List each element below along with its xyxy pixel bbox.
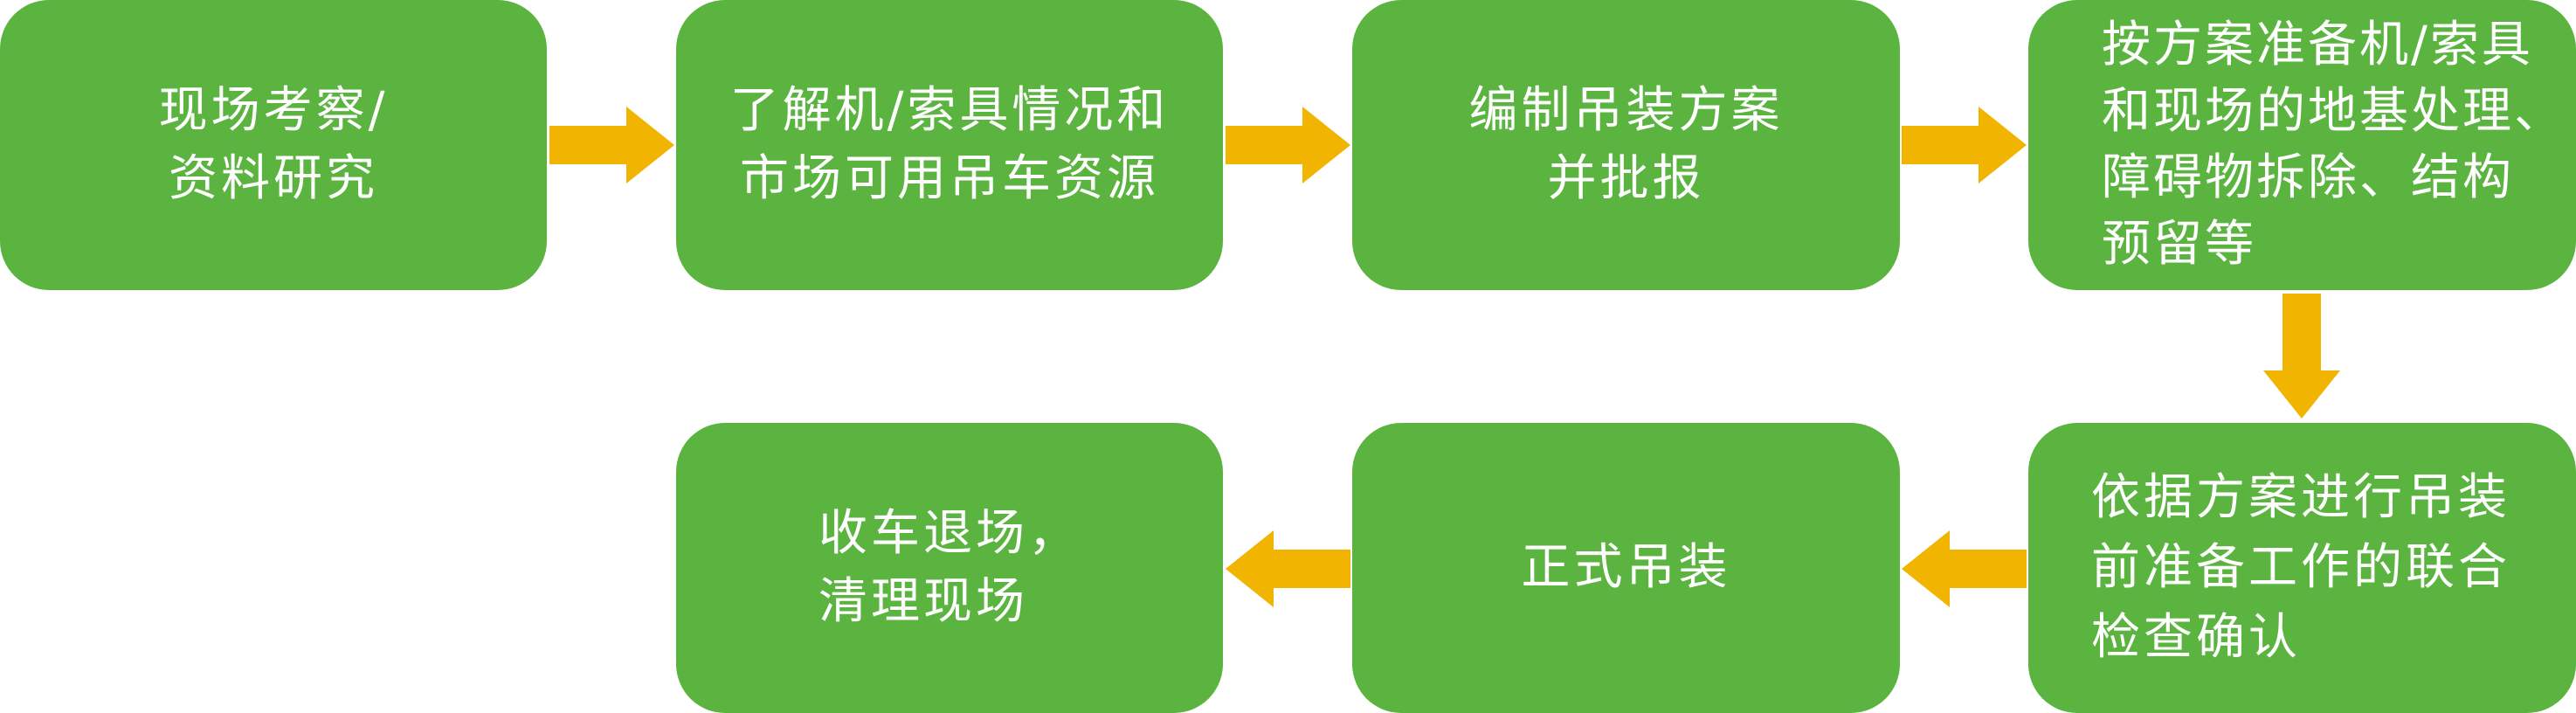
step-text-2: 了解机/索具情况和 市场可用吊车资源 [729,82,1170,207]
arrow-right-2 [1226,107,1350,183]
arrow-left-2 [1226,530,1350,607]
arrow-right-1 [549,107,674,183]
step-text-4: 按方案准备机/索具 和现场的地基处理、 障碍物拆除、结构 预留等 [2102,17,2566,273]
step-box-6: 正式吊装 [1352,423,1900,713]
arrow-left-icon [1902,530,2027,607]
step-box-4: 按方案准备机/索具 和现场的地基处理、 障碍物拆除、结构 预留等 [2028,0,2576,290]
arrow-right-icon [1226,107,1350,183]
step-box-2: 了解机/索具情况和 市场可用吊车资源 [676,0,1223,290]
step-text-3: 编制吊装方案 并批报 [1468,82,1784,207]
step-box-3: 编制吊装方案 并批报 [1352,0,1900,290]
arrow-left-icon [1226,530,1350,607]
step-box-5: 依据方案进行吊装 前准备工作的联合 检查确认 [2028,423,2576,713]
arrow-right-icon [549,107,674,183]
step-box-1: 现场考察/ 资料研究 [0,0,547,290]
step-text-6: 正式吊装 [1521,539,1731,596]
step-text-7: 收车退场， 清理现场 [818,505,1081,630]
arrow-down-icon [2263,294,2340,419]
step-text-1: 现场考察/ 资料研究 [158,82,389,207]
step-text-5: 依据方案进行吊装 前准备工作的联合 检查确认 [2091,469,2510,666]
arrow-left-1 [1902,530,2027,607]
arrow-down [2263,294,2340,419]
arrow-right-3 [1902,107,2027,183]
step-box-7: 收车退场， 清理现场 [676,423,1223,713]
arrow-right-icon [1902,107,2027,183]
